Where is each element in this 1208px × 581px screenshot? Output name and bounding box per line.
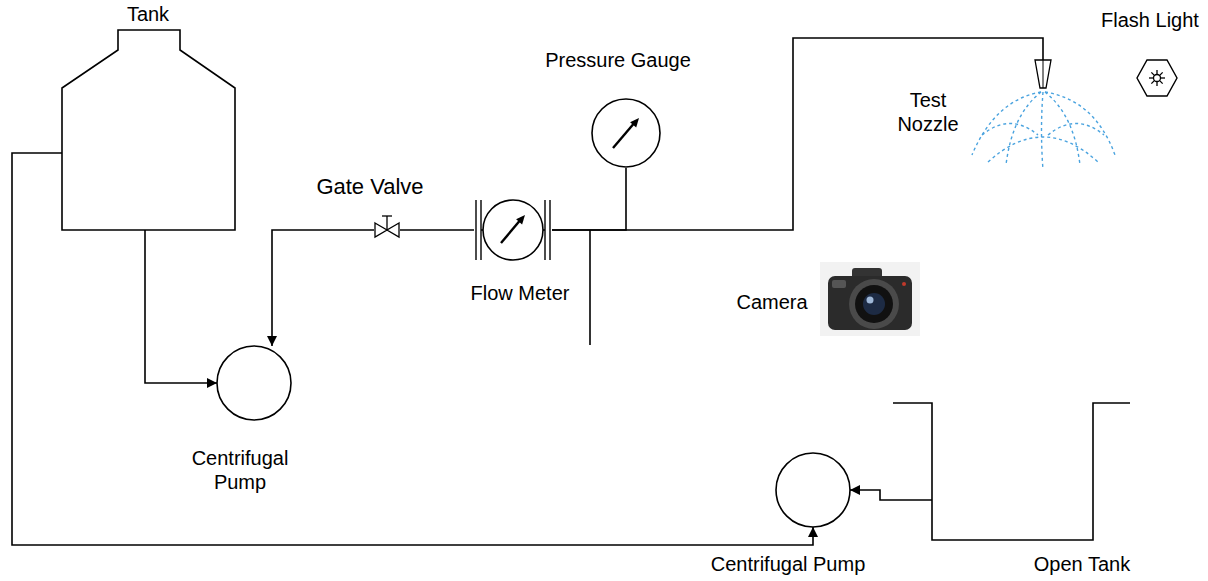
water-spray [972, 92, 1115, 170]
meter-symbol [476, 200, 550, 260]
flow-meter: Flow Meter [474, 196, 552, 262]
storage-tank: Tank [62, 30, 235, 230]
component-label: Tank [127, 2, 169, 26]
open-tank: Open Tank [932, 403, 1093, 540]
storage-tank-outline [62, 30, 235, 230]
drain-pipe [589, 230, 591, 345]
pump-symbol [217, 346, 291, 420]
component-label: Camera [736, 290, 807, 314]
pipe [272, 230, 374, 346]
centrifugal-pump-outline [776, 453, 850, 527]
component-label: Centrifugal Pump [175, 446, 305, 494]
component-label: Centrifugal Pump [711, 552, 866, 576]
test-nozzle: Test Nozzle [1034, 60, 1052, 90]
component-label: Flow Meter [471, 281, 570, 305]
flash-symbol [1137, 60, 1177, 96]
component-label: Gate Valve [316, 174, 423, 200]
flash-light-outline [1137, 60, 1177, 96]
component-label: Pressure Gauge [545, 48, 691, 72]
component-label: Open Tank [1034, 552, 1130, 576]
component-label: Flash Light [1101, 8, 1199, 32]
pipe [850, 490, 932, 500]
flow-meter-outline [474, 196, 552, 262]
nozzle-symbol [1035, 60, 1051, 88]
pump-symbol [776, 453, 850, 527]
valve-symbol [375, 216, 399, 237]
pipe [552, 168, 626, 230]
pressure-gauge-outline [591, 98, 661, 168]
gauge-symbol [592, 99, 660, 167]
component-label: Test Nozzle [883, 88, 973, 136]
test-nozzle-outline [1034, 60, 1052, 90]
tank-symbol [62, 30, 235, 230]
open-tank-outline [932, 403, 1093, 540]
camera-icon: Camera [820, 262, 920, 336]
camera-symbol [820, 262, 920, 336]
centrifugal-pump: Centrifugal Pump [217, 346, 291, 420]
pipe [400, 229, 474, 231]
gate-valve-outline [374, 212, 400, 240]
pipe [145, 230, 217, 383]
gate-valve: Gate Valve [374, 212, 400, 240]
flash-light: Flash Light [1137, 60, 1177, 96]
camera-icon-outline [820, 262, 920, 336]
centrifugal-pump: Centrifugal Pump [776, 453, 850, 527]
centrifugal-pump-outline [217, 346, 291, 420]
open-symbol [893, 403, 1130, 540]
pressure-gauge: Pressure Gauge [591, 98, 661, 168]
